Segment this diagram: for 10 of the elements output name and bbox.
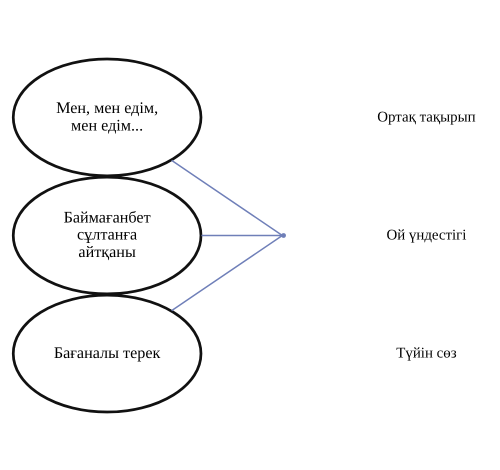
connector [171,159,282,236]
label: Түйін сөз [396,344,457,361]
label: Ой үндестігі [386,226,466,243]
node-ellipse: Баймағанбет сұлтанға айтқаны [12,175,202,295]
connector [171,234,282,311]
node-ellipse: Бағаналы терек [12,293,202,413]
connector [201,234,282,236]
label: Ортақ тақырып [377,108,476,125]
node-ellipse: Мен, мен едім, мен едім... [12,57,202,177]
node-point [281,232,286,238]
